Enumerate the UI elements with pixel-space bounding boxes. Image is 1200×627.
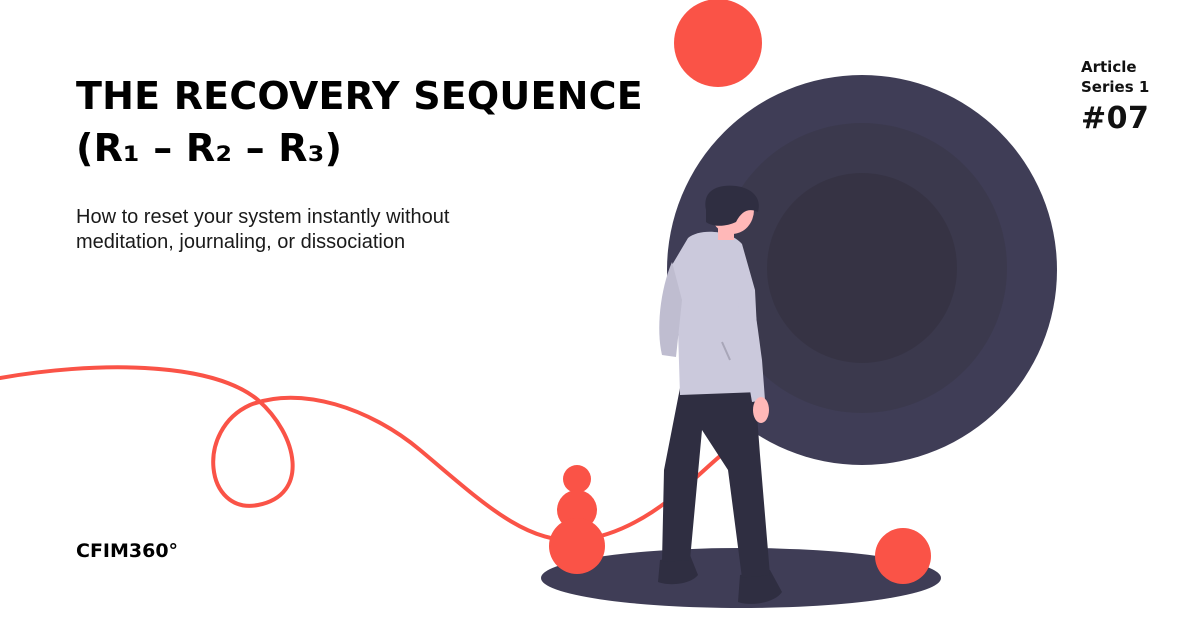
series-number: #07 xyxy=(1081,101,1150,136)
subtitle: How to reset your system instantly witho… xyxy=(76,206,450,253)
page-title: THE RECOVERY SEQUENCE (R₁ – R₂ – R₃) xyxy=(76,70,643,174)
series-label-article: Article xyxy=(1081,58,1137,76)
title-line-1: THE RECOVERY SEQUENCE xyxy=(76,74,643,118)
person-figure xyxy=(658,185,782,604)
red-curve-line xyxy=(0,365,732,543)
red-stack xyxy=(549,465,605,574)
article-series-badge: Article Series 1 #07 xyxy=(1081,57,1149,139)
red-circle-top xyxy=(674,0,762,87)
dark-sphere xyxy=(667,75,1057,465)
red-ball-right xyxy=(875,528,931,584)
brand-logo-text: CFIM360° xyxy=(76,540,179,562)
series-label-series: Series 1 xyxy=(1081,78,1150,96)
title-line-2: (R₁ – R₂ – R₃) xyxy=(76,126,343,170)
